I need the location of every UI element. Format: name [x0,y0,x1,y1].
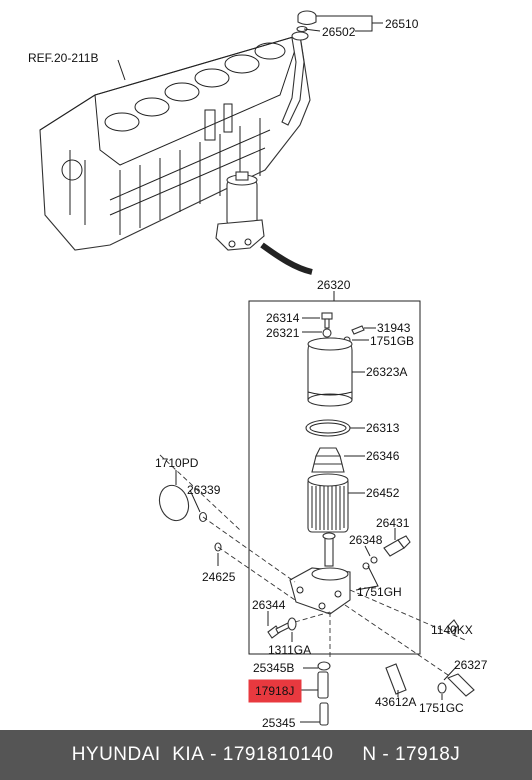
label-26339: 26339 [187,483,221,497]
label-1751gc: 1751GC [419,701,464,715]
label-ref: REF.20-211B [28,51,98,65]
filter-base-drawing [289,532,351,615]
bottom-parts-drawing [317,619,475,726]
label-25345b: 25345B [253,661,294,675]
engine-block-drawing [39,34,311,251]
o-ring-26313-drawing [305,419,351,437]
bolt-26314-drawing [321,312,333,338]
sensor-26431-drawing [362,535,411,570]
o-ring-1710pd-drawing [158,484,190,522]
label-26321: 26321 [266,326,300,340]
label-1311ga: 1311GA [268,643,311,657]
bellows-26346-drawing [311,447,345,473]
footer-part-number: 1791810140 [222,744,334,765]
label-26452: 26452 [366,486,400,500]
label-17918j: 17918J [255,684,294,698]
label-1751gh: 1751GH [357,585,402,599]
oil-filler-drawing [281,10,317,126]
filter-housing-drawing [307,337,353,407]
filter-element-drawing [307,473,349,533]
highlight-17918j [248,679,302,703]
assembly-lines [159,454,471,691]
label-25345: 25345 [262,716,296,730]
callout-labels: REF.20-211B 26510 26502 26320 26314 2632… [28,17,488,730]
label-26314: 26314 [266,311,300,325]
label-26502: 26502 [322,25,356,39]
label-26346: 26346 [366,449,400,463]
label-24625: 24625 [202,570,236,584]
label-31943: 31943 [377,321,411,335]
leader-lines-top [117,15,383,81]
label-26327: 26327 [454,658,488,672]
label-26510: 26510 [385,17,419,31]
part-footer-banner: HYUNDAI KIA - 1791810140 N - 17918J [0,730,532,780]
label-26348: 26348 [349,533,383,547]
footer-brand: HYUNDAI KIA [71,744,205,765]
label-1751gb: 1751GB [370,334,414,348]
label-1140kx: 1140KX [431,623,473,637]
label-26344: 26344 [252,598,286,612]
bolt-26344-drawing [267,617,297,639]
label-43612a: 43612A [375,695,416,709]
detail-pointer [260,242,313,275]
label-26323a: 26323A [366,365,407,379]
label-1710pd: 1710PD [155,456,199,470]
label-26431: 26431 [376,516,410,530]
parts-diagram: REF.20-211B 26510 26502 26320 26314 2632… [28,10,488,730]
filter-on-engine-drawing [215,171,265,251]
footer-separator: - [204,744,223,765]
label-26320: 26320 [317,278,351,292]
leader-lines-detail [175,317,459,723]
label-26313: 26313 [366,421,400,435]
footer-suffix: N - 17918J [333,744,461,765]
